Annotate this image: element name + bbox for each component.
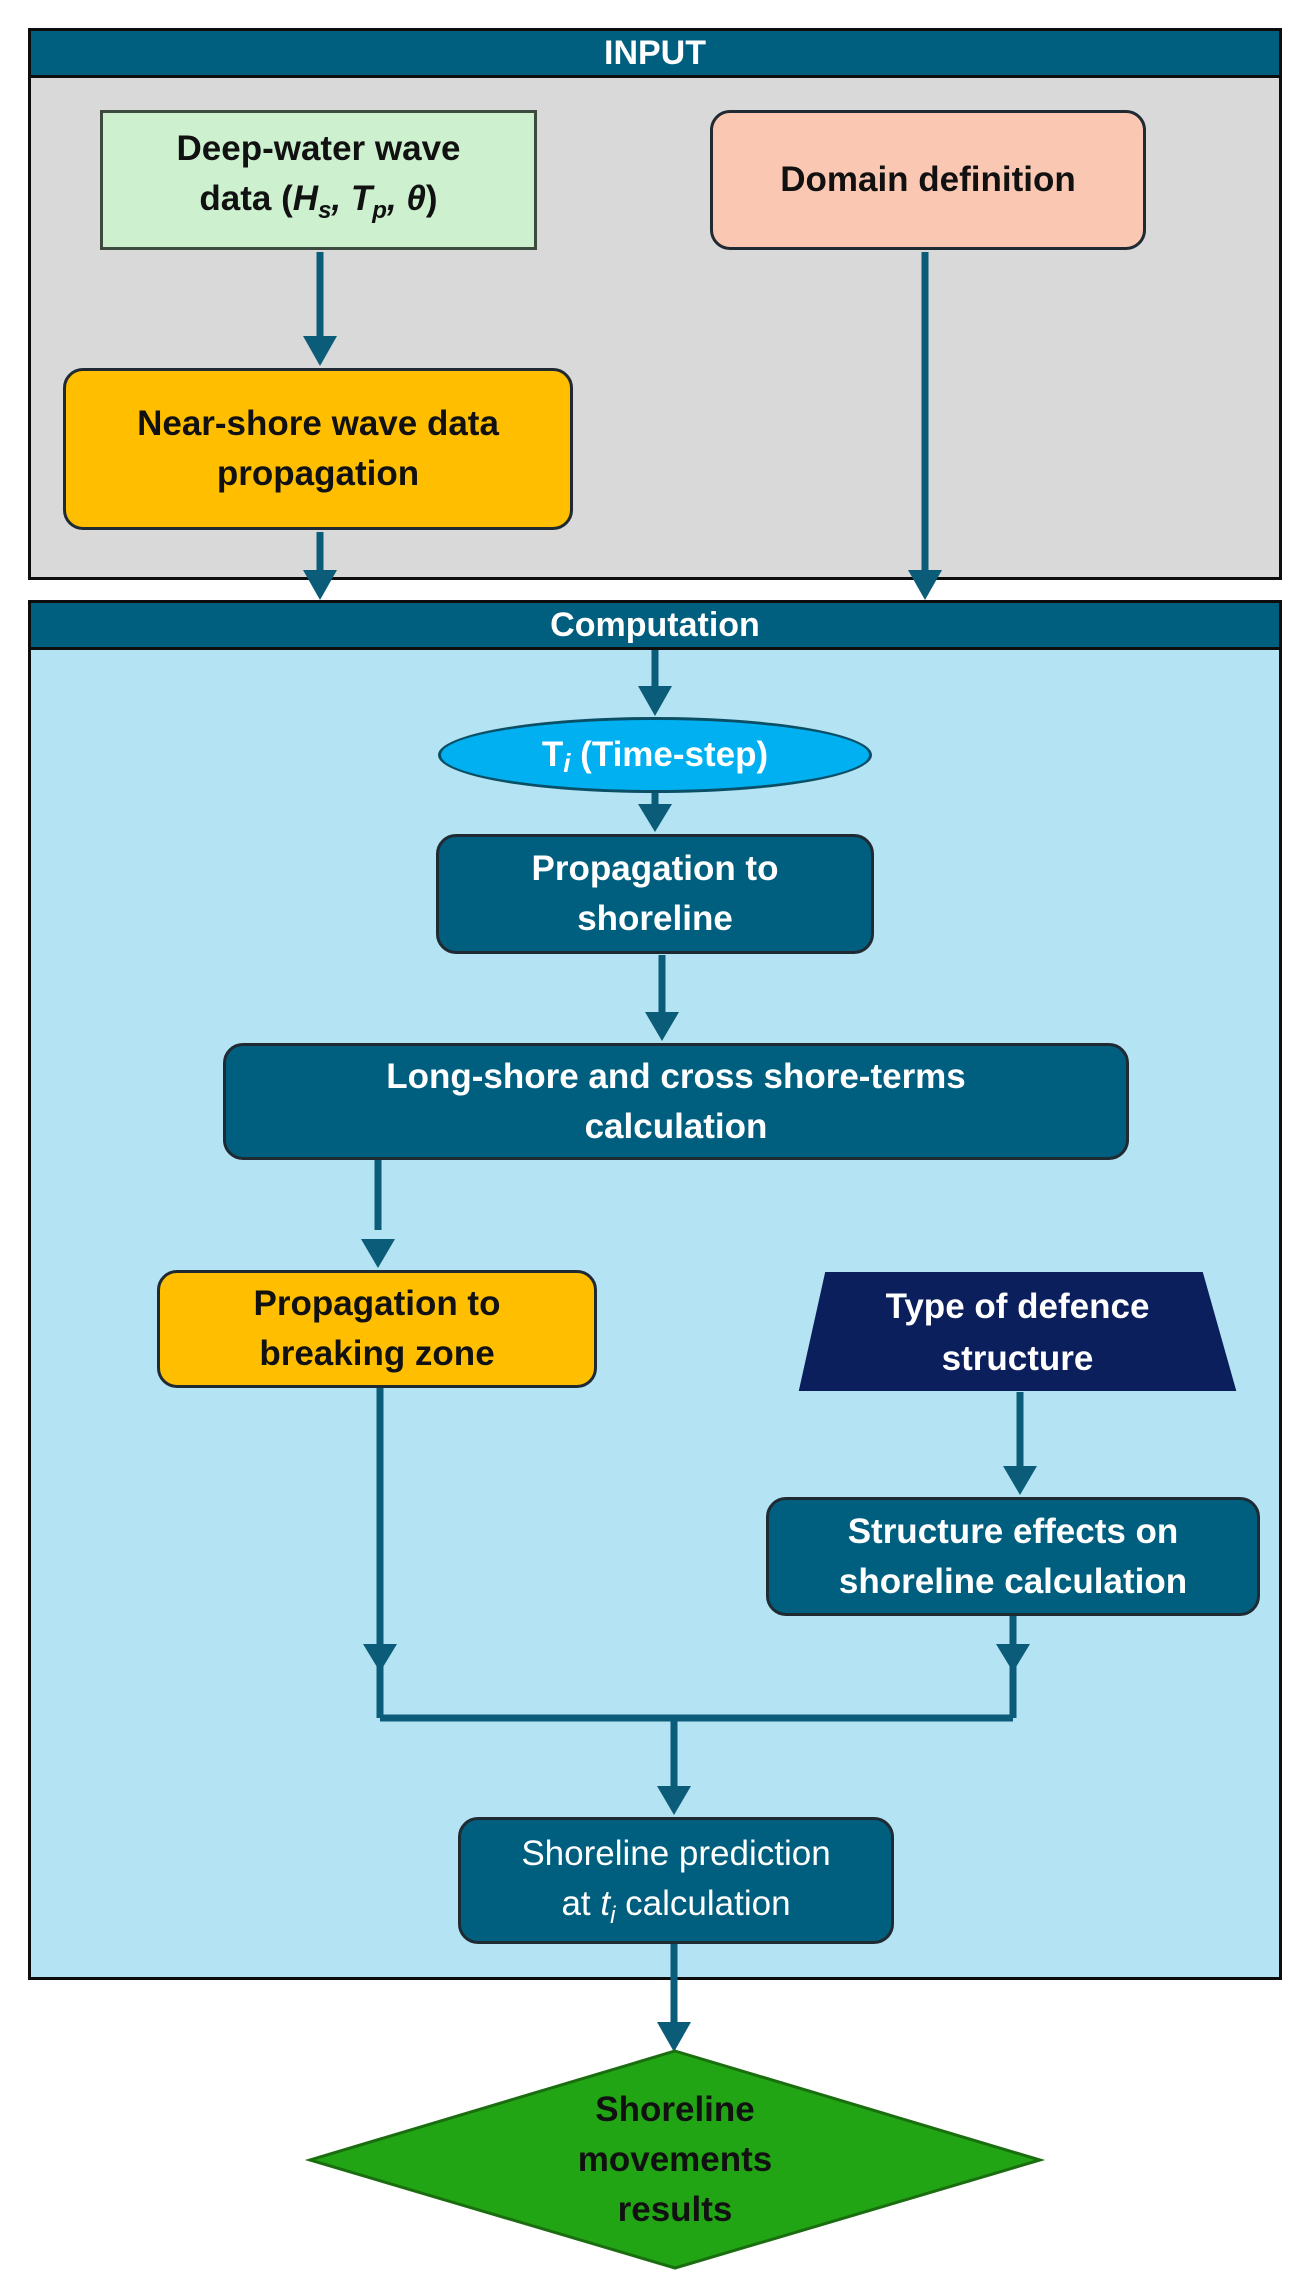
prediction-line2: at ti calculation <box>561 1879 790 1933</box>
tp-sub: p <box>372 197 387 224</box>
head-merge-to-prediction <box>657 1786 691 1815</box>
results-line2: movements <box>577 2140 773 2179</box>
prediction-t-main: t <box>600 1883 611 1923</box>
hs-sub: s <box>318 197 332 224</box>
propagation-to-shoreline-box: Propagation to shoreline <box>436 834 874 954</box>
longshore-line2: calculation <box>584 1106 768 1146</box>
input-header-label: INPUT <box>604 33 706 72</box>
defence-type-trapezoid <box>798 1272 1237 1391</box>
head-longshore-to-breaking <box>361 1239 395 1268</box>
prediction-suffix: calculation <box>615 1883 791 1923</box>
head-timestep-to-prop-shoreline <box>638 804 672 832</box>
head-domain-to-computation <box>908 570 942 600</box>
deep-water-prefix: data ( <box>199 179 293 218</box>
prop-breaking-line1: Propagation to <box>253 1284 501 1323</box>
defence-type-label: Type of defence structure <box>800 1275 1235 1390</box>
computation-header-label: Computation <box>550 605 760 644</box>
timestep-rest: (Time-step) <box>570 735 769 774</box>
defence-line1: Type of defence <box>885 1286 1150 1326</box>
hs-symbol: Hs <box>292 179 332 224</box>
structure-effects-line1: Structure effects on <box>847 1511 1179 1551</box>
prop-shoreline-line2: shoreline <box>577 899 733 938</box>
sep1: , <box>331 179 351 218</box>
timestep-main: T <box>541 735 564 774</box>
nearshore-line2: propagation <box>216 454 420 493</box>
structure-effects-line2: shoreline calculation <box>838 1561 1188 1601</box>
deep-water-wave-data-box: Deep-water wave data (Hs, Tp, θ) <box>100 110 537 250</box>
head-deep-to-nearshore <box>303 336 337 366</box>
arrowheads <box>303 336 1037 2052</box>
longshore-crossshore-box: Long-shore and cross shore-terms calcula… <box>223 1043 1129 1160</box>
head-header-to-timestep <box>638 686 672 716</box>
timestep-sub: i <box>563 747 571 778</box>
head-prediction-to-results <box>657 2022 691 2052</box>
sep2: , <box>386 179 407 218</box>
input-header: INPUT <box>28 28 1282 78</box>
tp-symbol: Tp <box>350 179 387 224</box>
hs-main: H <box>292 179 319 218</box>
nearshore-line1: Near-shore wave data <box>137 404 499 443</box>
deep-water-suffix: ) <box>425 179 438 218</box>
results-label: Shoreline movements results <box>440 2080 910 2240</box>
shoreline-prediction-box: Shoreline prediction at ti calculation <box>458 1817 894 1944</box>
prop-breaking-line2: breaking zone <box>259 1334 495 1373</box>
longshore-line1: Long-shore and cross shore-terms <box>386 1056 966 1096</box>
theta-symbol: θ <box>406 179 426 218</box>
deep-water-line2: data (Hs, Tp, θ) <box>199 174 437 236</box>
computation-header: Computation <box>28 600 1282 650</box>
results-line1: Shoreline <box>595 2090 755 2129</box>
head-breaking-merge <box>363 1644 397 1672</box>
prediction-prefix: at <box>561 1883 601 1923</box>
results-diamond <box>304 2049 1046 2270</box>
prop-shoreline-line1: Propagation to <box>531 849 779 888</box>
deep-water-line1: Deep-water wave <box>176 129 461 168</box>
prediction-t-sub: i <box>610 1901 616 1929</box>
tp-main: T <box>350 179 373 218</box>
head-defence-to-effects <box>1003 1466 1037 1495</box>
domain-definition-box: Domain definition <box>710 110 1146 250</box>
prediction-line1: Shoreline prediction <box>521 1833 831 1873</box>
domain-definition-label: Domain definition <box>780 160 1076 199</box>
propagation-to-breaking-zone-box: Propagation to breaking zone <box>157 1270 597 1388</box>
head-nearshore-to-computation <box>303 570 337 600</box>
head-effects-merge <box>996 1644 1030 1672</box>
structure-effects-box: Structure effects on shoreline calculati… <box>766 1497 1260 1616</box>
near-shore-propagation-box: Near-shore wave data propagation <box>63 368 573 530</box>
defence-line2: structure <box>941 1338 1094 1378</box>
results-line3: results <box>617 2190 733 2229</box>
head-prop-shoreline-to-longshore <box>645 1012 679 1041</box>
